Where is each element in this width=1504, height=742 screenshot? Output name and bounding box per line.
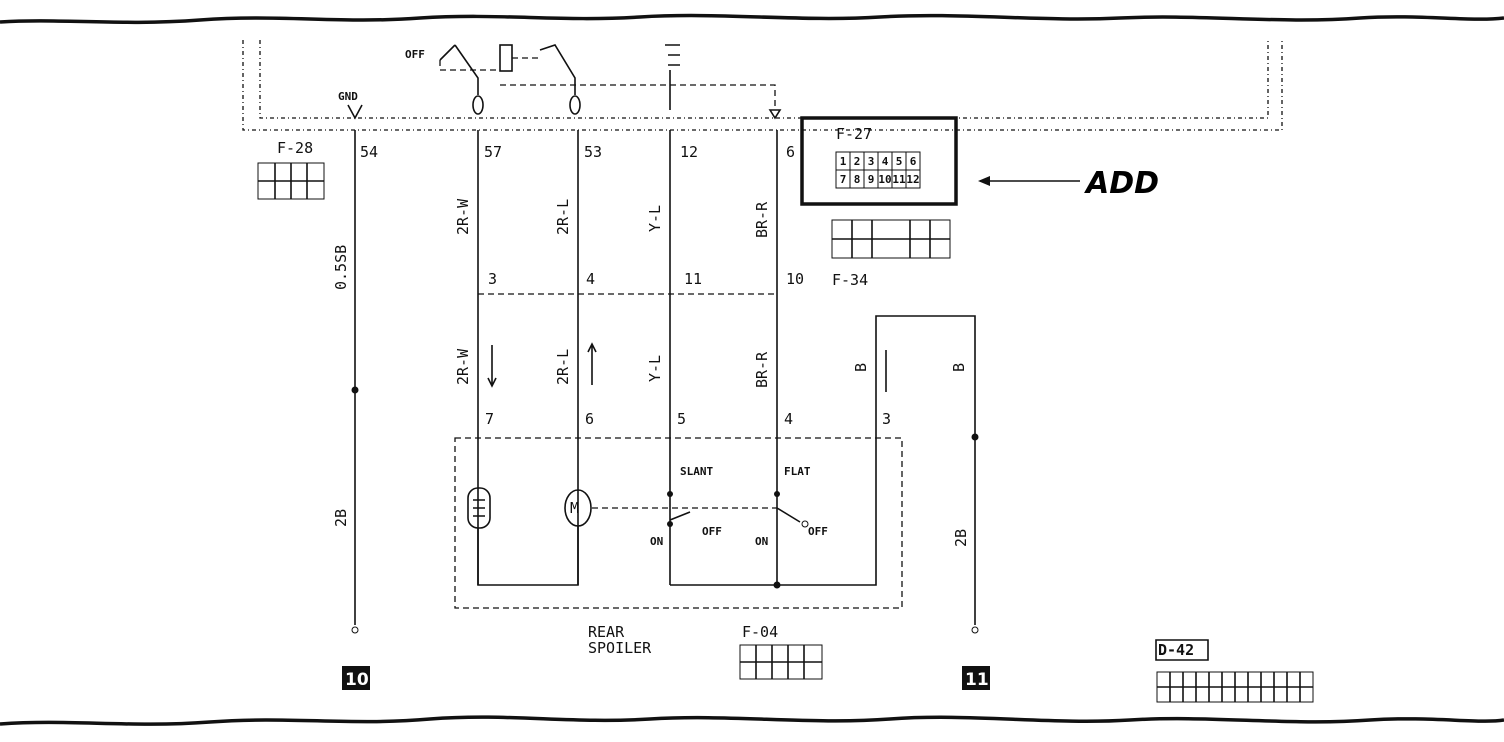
- connector-f28-icon: [257, 162, 325, 200]
- connector-d42-icon: [1156, 671, 1314, 703]
- slant-on-label: ON: [650, 535, 663, 548]
- f27-pin-number: 12: [906, 173, 919, 186]
- wire-label-2rl-lower: 2R-L: [554, 349, 572, 385]
- wire-label-2rw-lower: 2R-W: [454, 348, 472, 385]
- wire-label-brr-lower: BR-R: [753, 351, 771, 388]
- svg-text:11: 11: [965, 670, 989, 690]
- wire-label-brr-upper: BR-R: [753, 201, 771, 238]
- f27-pin-number: 11: [892, 173, 906, 186]
- ground-badge-10: 10: [342, 666, 370, 690]
- spoiler-pin-4: 4: [784, 410, 793, 428]
- connector-f27-label: F-27: [836, 125, 872, 143]
- f34-pin-3: 3: [488, 270, 497, 288]
- connector-f28-label: F-28: [277, 139, 313, 157]
- wire-label-yl-upper: Y-L: [646, 205, 664, 232]
- slant-label: SLANT: [680, 465, 713, 478]
- f27-pin-number: 7: [840, 173, 847, 186]
- f34-pin-10: 10: [786, 270, 804, 288]
- flat-on-label: ON: [755, 535, 768, 548]
- f27-pin-number: 4: [882, 155, 889, 168]
- rear-spoiler-internals: M SLANT FLAT OFF ON OFF ON: [467, 430, 877, 589]
- f27-pin-number: 2: [854, 155, 861, 168]
- wire-label-b-2: B: [950, 363, 968, 372]
- f27-pin-cell: [905, 169, 921, 189]
- spoiler-name-line2: SPOILER: [588, 639, 652, 657]
- flat-label: FLAT: [784, 465, 811, 478]
- spoiler-pin-6: 6: [585, 410, 594, 428]
- ecu-pin-53: 53: [584, 143, 602, 161]
- wire-label-05sb: 0.5SB: [332, 245, 350, 290]
- f27-pin-number: 9: [868, 173, 875, 186]
- wire-label-2rw-upper: 2R-W: [454, 198, 472, 235]
- wire-label-2rl-upper: 2R-L: [554, 199, 572, 235]
- spoiler-connector-label: F-04: [742, 623, 778, 641]
- flat-off-label: OFF: [808, 525, 828, 538]
- ground-badge-11: 11: [962, 666, 990, 690]
- add-label: ADD: [1084, 166, 1159, 201]
- f34-pin-11: 11: [684, 270, 702, 288]
- f27-pin-number: 10: [878, 173, 891, 186]
- ecu-pin-12: 12: [680, 143, 698, 161]
- spoiler-name-line1: REAR: [588, 623, 625, 641]
- f27-pin-number: 1: [840, 155, 847, 168]
- ecu-inner-outline: [259, 40, 1269, 119]
- ecu-off-label: OFF: [405, 48, 425, 61]
- gnd-label: GND: [338, 90, 358, 103]
- f27-pin-number: 6: [910, 155, 917, 168]
- torn-edge-top: [0, 13, 1504, 25]
- wire-label-yl-lower: Y-L: [646, 355, 664, 382]
- spoiler-pin-3: 3: [882, 410, 891, 428]
- connector-f34-label: F-34: [832, 271, 868, 289]
- rear-spoiler-outline: [454, 437, 903, 609]
- svg-text:10: 10: [345, 670, 369, 690]
- f34-pin-4: 4: [586, 270, 595, 288]
- torn-edge-bottom: [0, 715, 1504, 726]
- wire-label-b-1: B: [852, 363, 870, 372]
- ecu-outline: [242, 40, 1283, 131]
- ecu-pin-54: 54: [360, 143, 378, 161]
- wire-b-ground-right: [875, 315, 976, 625]
- legend-connector-label: D-42: [1158, 641, 1194, 659]
- add-arrow: [978, 176, 1080, 186]
- wire-label-2b-left: 2B: [332, 509, 350, 527]
- connector-f34-icon: [831, 219, 951, 259]
- ecu-relay-switches: OFF GND: [338, 44, 782, 120]
- ecu-pin-6: 6: [786, 143, 795, 161]
- f27-pin-number: 8: [854, 173, 861, 186]
- slant-off-label: OFF: [702, 525, 722, 538]
- spoiler-pin-5: 5: [677, 410, 686, 428]
- wire-label-2b-right: 2B: [952, 529, 970, 547]
- connector-f04-icon: [739, 644, 823, 680]
- f27-pin-number: 3: [868, 155, 875, 168]
- spoiler-pin-7: 7: [485, 410, 494, 428]
- ecu-pin-57: 57: [484, 143, 502, 161]
- f27-pin-number: 5: [896, 155, 903, 168]
- motor-symbol: M: [570, 499, 579, 517]
